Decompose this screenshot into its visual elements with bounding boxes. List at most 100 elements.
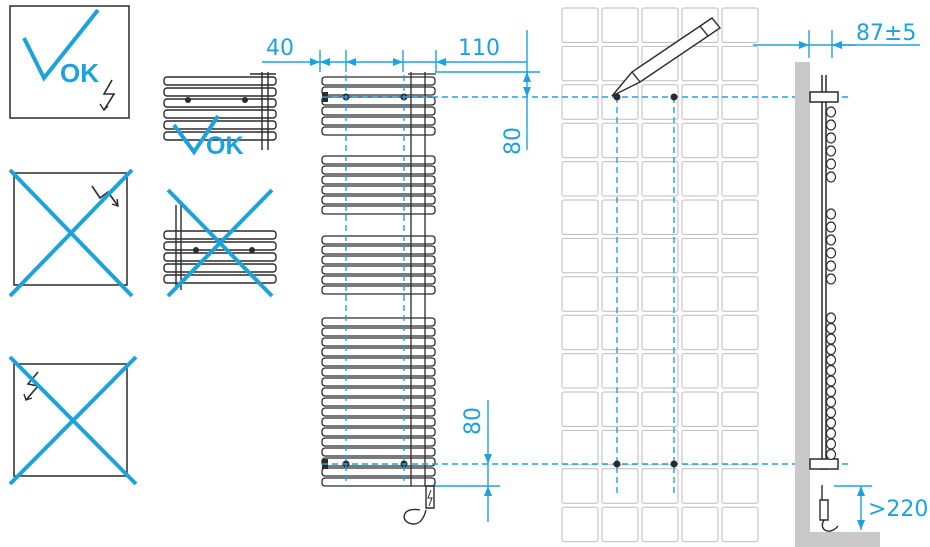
side-tube: [825, 132, 837, 144]
ok-label-2: OK: [206, 132, 244, 160]
wall-tile: [641, 353, 679, 389]
radiator-bar: [321, 185, 436, 195]
small-radiator-prohibited: [163, 188, 277, 298]
side-tube: [825, 333, 837, 345]
side-tube: [825, 375, 837, 387]
side-tube: [825, 158, 837, 170]
wall-section: [795, 62, 880, 547]
wall-tile: [561, 506, 599, 543]
radiator-bar: [321, 106, 436, 116]
lightning-bolt-icon: [427, 489, 433, 507]
wall-tile: [681, 314, 719, 351]
side-tube: [825, 260, 837, 272]
prohibited-panel-top: [8, 168, 134, 298]
ok-label: OK: [60, 58, 99, 88]
wall-tile: [601, 391, 639, 427]
small-radiator-ok: OK: [163, 72, 277, 160]
wall-tile: [601, 314, 639, 351]
radiator-bar: [321, 447, 436, 457]
side-tube: [825, 448, 837, 461]
wall-tile: [601, 122, 639, 159]
wall-tile: [721, 468, 759, 504]
radiator-bar: [321, 317, 436, 327]
wall-tile: [601, 276, 639, 312]
side-tube: [825, 343, 837, 356]
wall-tile: [561, 429, 599, 466]
dim-bottom-spacing: 80: [461, 407, 486, 435]
wall-tile: [681, 391, 719, 427]
drill-points: [613, 93, 678, 468]
side-tube: [825, 312, 837, 324]
wall-tile: [561, 84, 599, 120]
wall-tile: [721, 161, 759, 197]
wall-tile: [681, 276, 719, 312]
radiator-bar: [321, 417, 436, 427]
radiator-bar: [321, 126, 436, 136]
radiator-bar: [321, 235, 436, 245]
power-cable-icon: [819, 485, 839, 532]
lightning-bolt-icon: [102, 79, 116, 111]
wall-tile: [681, 429, 719, 466]
radiator-bar: [321, 96, 436, 106]
side-tube: [825, 145, 837, 157]
wall-tile: [641, 468, 679, 504]
wall-tile: [721, 122, 759, 159]
wall-tile: [641, 237, 679, 274]
wall-tile: [641, 276, 679, 312]
radiator-bar: [321, 245, 436, 255]
cross-out-icon: [8, 355, 138, 486]
wall-tile: [681, 45, 719, 82]
radiator-bar: [321, 407, 436, 417]
side-tube: [825, 273, 837, 285]
wall-tile: [721, 7, 759, 43]
radiator-bar: [321, 457, 436, 467]
lightning-bolt-icon: [91, 185, 119, 207]
wall-tile: [561, 314, 599, 351]
wall-tile: [681, 468, 719, 504]
radiator-bar: [321, 165, 436, 175]
dim-floor-clearance: >220: [868, 497, 928, 522]
side-tube: [825, 119, 837, 131]
radiator-bar: [321, 387, 436, 397]
wall-tile: [721, 506, 759, 543]
radiator-bar: [321, 175, 436, 185]
side-tube: [825, 221, 837, 233]
wall-tile: [641, 506, 679, 543]
wall-tile: [681, 353, 719, 389]
radiator-bar: [321, 205, 436, 215]
wall-tile: [601, 429, 639, 466]
radiator-bar: [321, 377, 436, 387]
wall-tile: [561, 391, 599, 427]
radiator-bar: [321, 275, 436, 285]
wall-tile: [641, 45, 679, 82]
wall-tile: [681, 199, 719, 235]
wall-tile: [561, 161, 599, 197]
dim-top-spacing: 80: [501, 127, 526, 155]
side-tube: [825, 322, 837, 335]
radiator-bar: [321, 327, 436, 337]
wall-tile: [641, 429, 679, 466]
dim-wall-distance: 87±5: [856, 21, 916, 46]
wall-tile: [721, 314, 759, 351]
wall-tile: [681, 84, 719, 120]
wall-tile: [561, 276, 599, 312]
wall-tile: [601, 199, 639, 235]
side-tube: [825, 234, 837, 246]
wall-tile: [561, 468, 599, 504]
radiator-bar: [321, 116, 436, 126]
radiator-bar: [321, 195, 436, 205]
wall-tile: [641, 161, 679, 197]
wall-tile: [561, 7, 599, 43]
side-view: [795, 62, 880, 547]
radiator-bar: [321, 285, 436, 295]
dim-bar-offset: 110: [458, 36, 500, 61]
wall-tile: [561, 45, 599, 82]
wall-tile: [561, 353, 599, 389]
wall-tile: [721, 237, 759, 274]
side-tube: [825, 385, 837, 398]
side-tube: [825, 208, 837, 220]
pencil-icon: [611, 17, 722, 97]
wall-tile: [601, 45, 639, 82]
wall-tile: [601, 506, 639, 543]
